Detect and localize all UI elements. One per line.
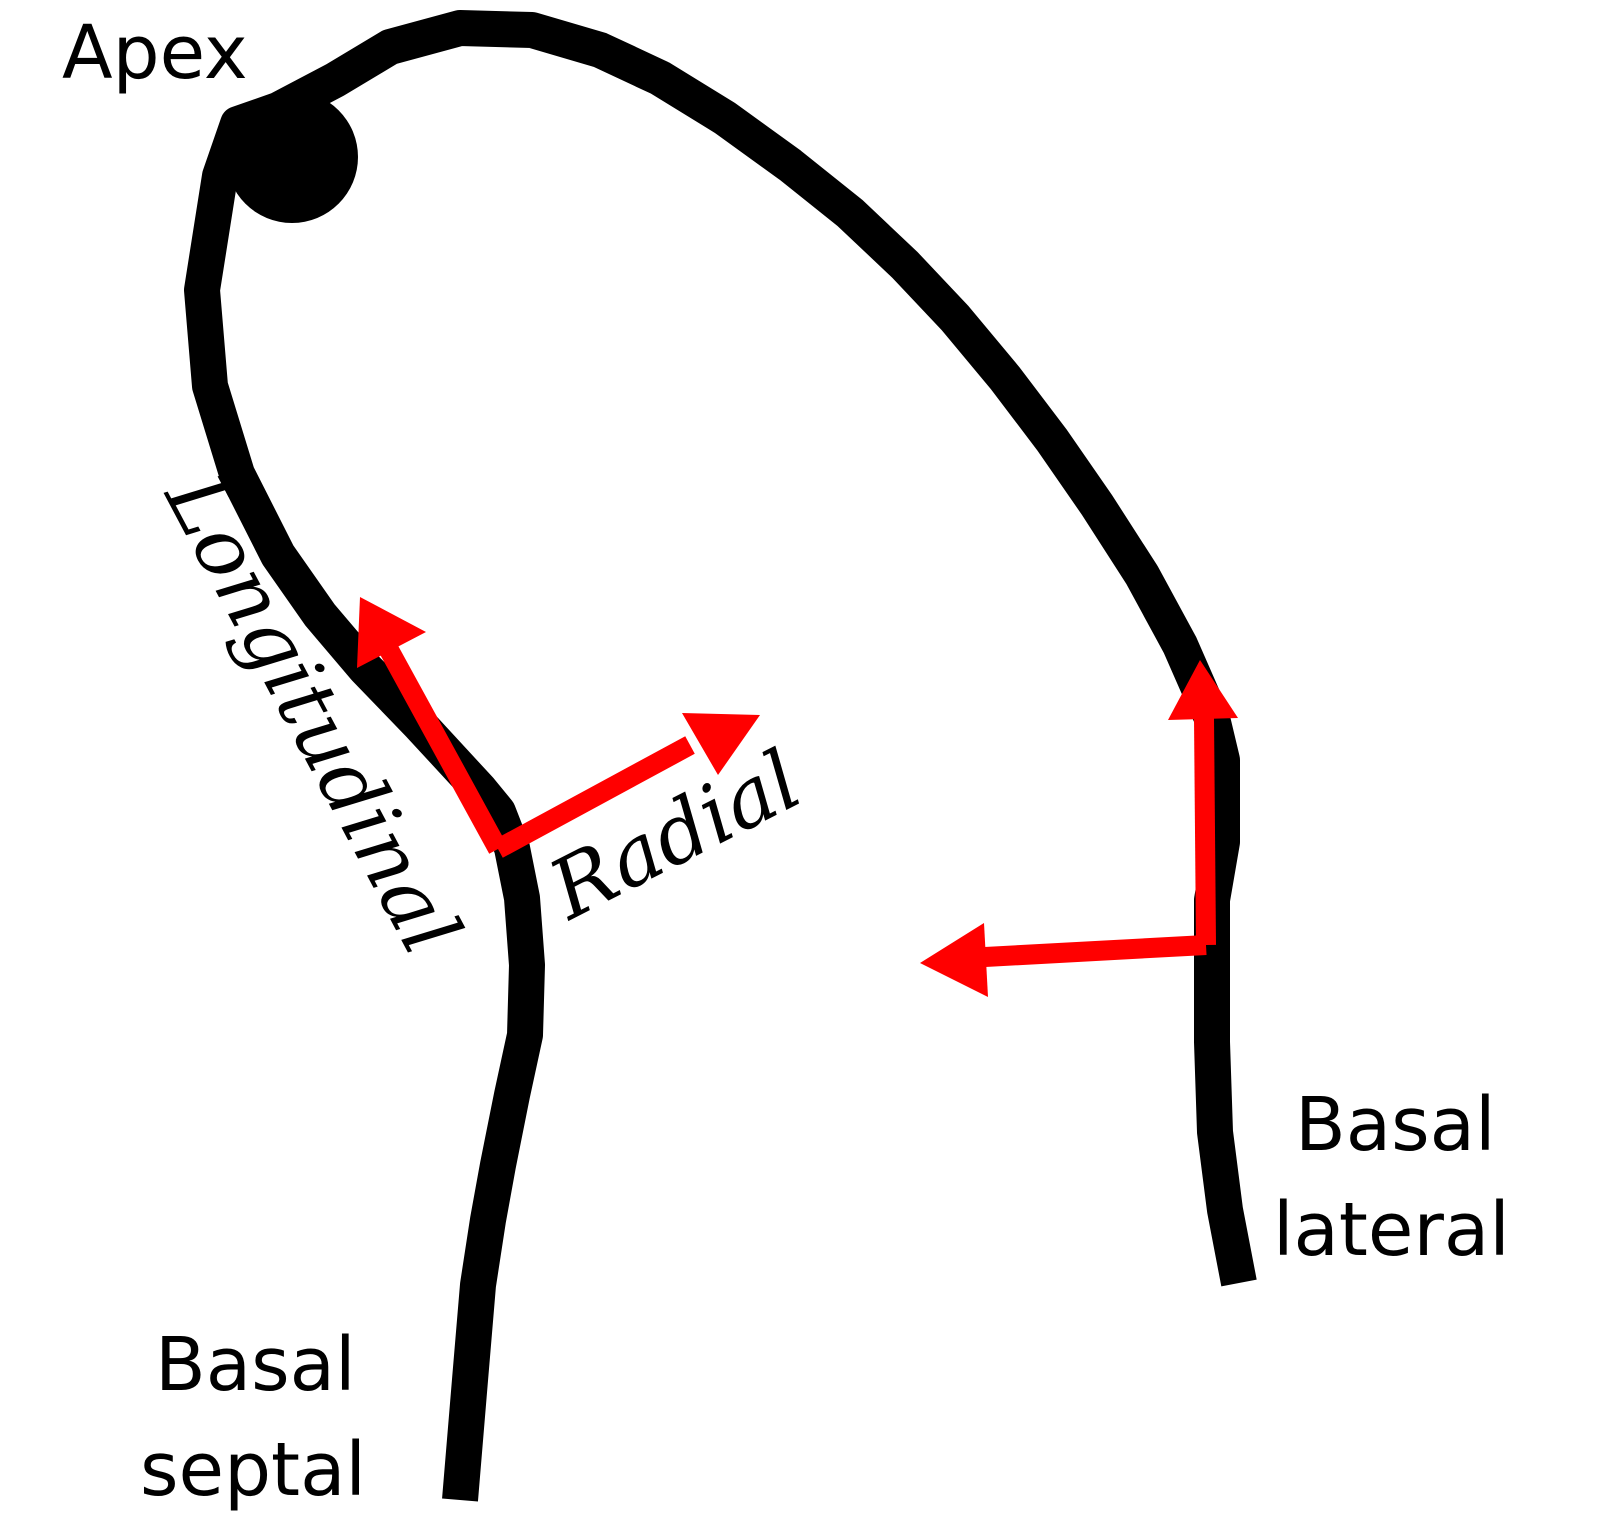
radial-arrowhead	[682, 713, 760, 775]
lateral-longitudinal-arrowhead	[1168, 660, 1238, 720]
longitudinal-arrowhead	[357, 597, 426, 668]
apex-marker	[226, 91, 358, 223]
apex-label: Apex	[62, 10, 248, 96]
radial-arrow	[493, 736, 695, 858]
septal-strain-arrows	[357, 597, 760, 858]
lateral-radial-arrowhead	[920, 923, 988, 997]
basal-septal-label-line1: Basal	[155, 1322, 356, 1408]
lateral-strain-arrows	[920, 660, 1238, 997]
basal-lateral-label-line2: lateral	[1273, 1187, 1510, 1273]
lateral-radial-arrow	[984, 935, 1207, 967]
longitudinal-arrow	[368, 623, 507, 854]
lateral-longitudinal-arrow	[1194, 717, 1216, 946]
basal-lateral-label-line1: Basal	[1295, 1082, 1496, 1168]
basal-septal-label-line2: septal	[140, 1427, 366, 1513]
lv-wall-outline	[184, 10, 1257, 1502]
